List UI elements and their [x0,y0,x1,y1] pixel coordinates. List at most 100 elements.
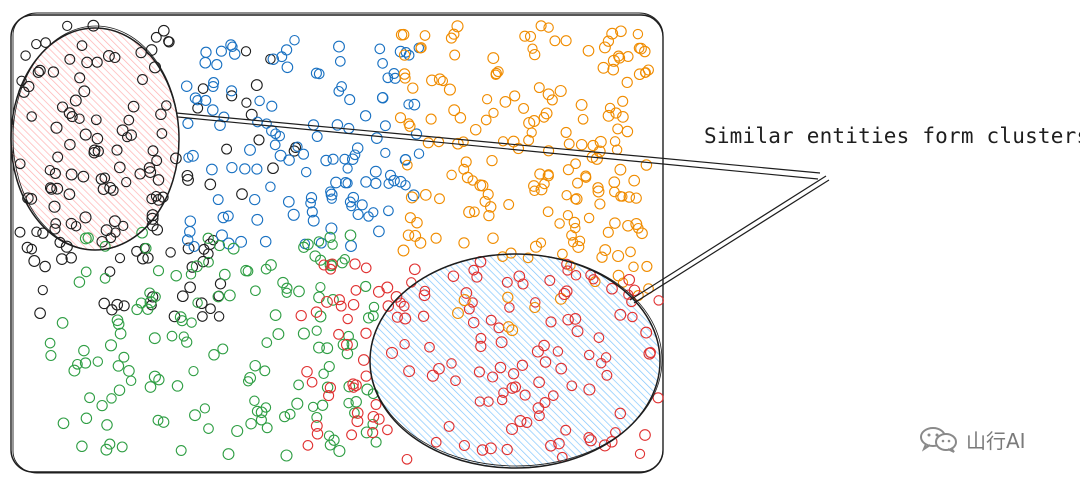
entity-dot [645,347,656,358]
entity-dot [437,75,449,87]
entity-dot [519,30,531,42]
entity-dot [572,240,585,253]
entity-dot [79,128,92,141]
entity-dot [418,289,431,302]
entity-dot [123,365,135,377]
entity-dot [351,407,364,419]
entity-dot [529,240,543,253]
entity-dot [242,265,254,277]
entity-dot [104,266,116,277]
entity-dot [276,51,288,63]
entity-dot [293,379,304,391]
entity-dot [601,369,613,381]
entity-dot [165,247,176,258]
entity-dot [397,28,410,41]
entity-dot [208,349,220,361]
entity-dot [367,427,379,439]
entity-dot [213,311,225,322]
entity-dot [487,232,499,244]
entity-dot [253,134,265,146]
entity-dot [146,212,159,225]
entity-dot [333,85,345,97]
entity-dot [597,61,610,74]
entity-dot [350,285,362,296]
entity-dot [549,35,561,47]
entity-dot [426,369,439,382]
entity-dot [146,299,157,311]
cluster-outlines [10,25,663,469]
entity-dot [325,186,336,197]
entity-dot [617,277,629,288]
entity-dot [587,139,599,152]
entity-dot [514,415,527,428]
entity-dot [214,119,226,131]
entity-dot [622,51,634,62]
watermark: 山行AI [918,424,1026,454]
entity-dot [397,244,410,257]
entity-dot [91,132,104,145]
entity-dot [239,163,251,175]
entity-dot [501,276,513,288]
entity-dot [609,186,620,198]
entity-dot [197,83,209,94]
entity-dot [125,129,137,141]
entity-dot [532,402,545,414]
entity-dot [245,108,258,121]
entity-dot [641,260,653,272]
entity-dot [408,98,421,111]
entity-dot [203,423,214,434]
entity-dot [360,262,372,274]
entity-dot [496,394,508,406]
entity-dot [326,258,338,270]
entity-dot [370,177,382,190]
entity-dot [227,41,238,53]
entity-dot [630,218,643,230]
entity-dot [609,136,621,147]
entity-dot [446,358,457,369]
entity-dot [335,300,347,312]
entity-dot [228,48,241,60]
entity-dot [249,395,260,407]
entity-dot [347,191,360,204]
entity-dot [623,191,636,203]
entity-dot [147,145,159,157]
entity-dot [108,215,121,228]
entity-dot [571,325,584,338]
entity-dot [346,200,357,212]
entity-dot [391,311,403,323]
entity-dot [37,227,49,239]
entity-dot [640,159,653,171]
entity-dot [469,123,482,136]
entity-dot [598,41,611,54]
entity-dot [526,127,537,138]
entity-dot [292,141,303,152]
entity-dot [281,61,294,74]
entity-dot [547,390,559,401]
entity-dot [430,436,442,448]
entity-dot [259,365,271,377]
entity-dot [426,74,438,87]
entity-dot [516,359,529,371]
entity-dot [481,94,493,105]
entity-dot [313,236,325,247]
entity-dot [607,63,620,76]
entity-dot [84,392,96,404]
entity-dot [311,428,324,440]
entity-dot [111,144,123,156]
entity-dot [635,42,647,55]
entity-dot [467,316,480,329]
entity-dot [399,72,411,84]
entity-dot [340,338,353,351]
entity-dot [517,278,529,290]
entity-dot [76,440,88,453]
entity-dot [269,309,282,321]
entity-dot [399,154,412,166]
wechat-icon [920,427,957,453]
entity-dot [90,114,102,126]
entity-dot [114,327,127,340]
entity-dot [653,295,664,306]
entity-dot [333,328,345,340]
entity-dot [102,50,115,62]
entity-dot [266,100,278,112]
entity-dot [458,439,470,452]
